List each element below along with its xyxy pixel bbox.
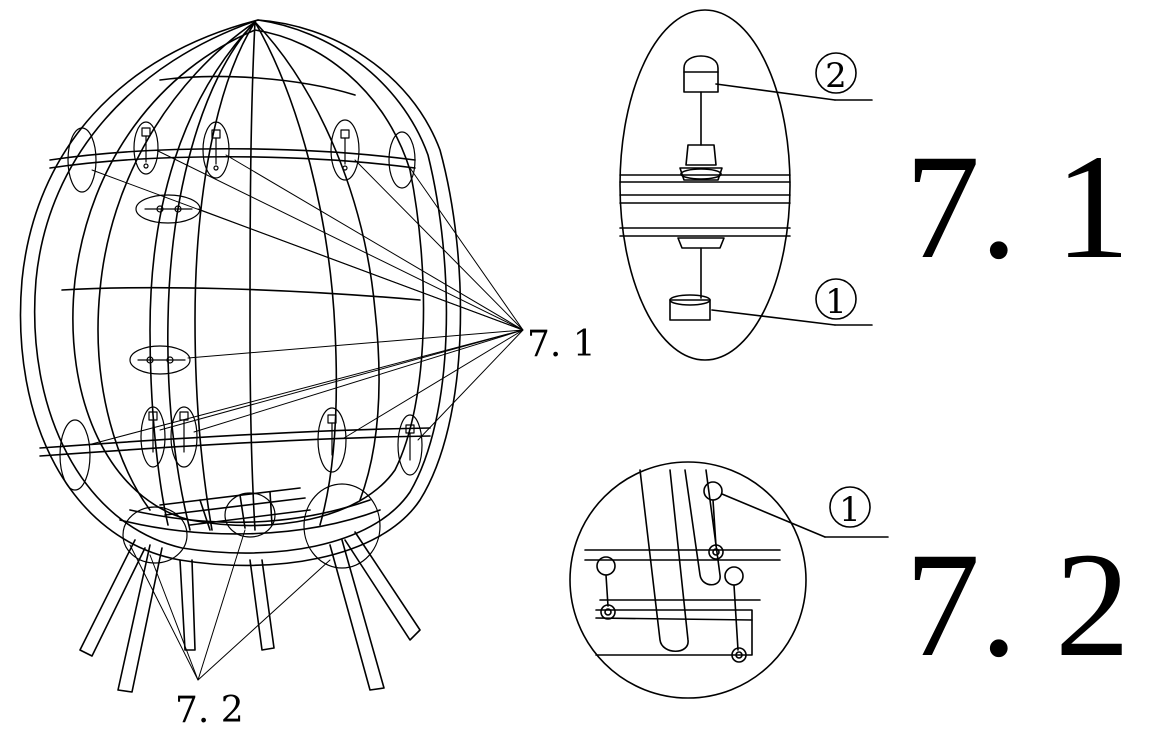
detail-heading-upper: 7. 1 bbox=[905, 124, 1130, 290]
label-upper-hardware: 7. 1 bbox=[527, 324, 596, 365]
leader-lines-lower bbox=[129, 529, 331, 681]
detail-lower-hardware bbox=[569, 461, 889, 699]
callout-number-1: 1 bbox=[825, 282, 847, 322]
hardware-markers bbox=[59, 119, 423, 569]
detail-heading-lower: 7. 2 bbox=[905, 522, 1130, 688]
detail-bolts bbox=[596, 481, 747, 663]
callout-circle-1b bbox=[829, 486, 871, 528]
callout-number-2: 2 bbox=[825, 56, 847, 96]
callout-circle-1 bbox=[815, 278, 857, 320]
bolt-symbols bbox=[137, 127, 415, 461]
chair-legs bbox=[79, 531, 421, 693]
leader-lines-upper bbox=[87, 149, 524, 446]
detail-upper-hardware bbox=[619, 9, 873, 361]
label-leg-joints: 7. 2 bbox=[175, 690, 244, 731]
callout-number-1b: 1 bbox=[839, 490, 861, 530]
callout-circle-2 bbox=[815, 52, 857, 94]
egg-chair-frame bbox=[19, 19, 462, 567]
